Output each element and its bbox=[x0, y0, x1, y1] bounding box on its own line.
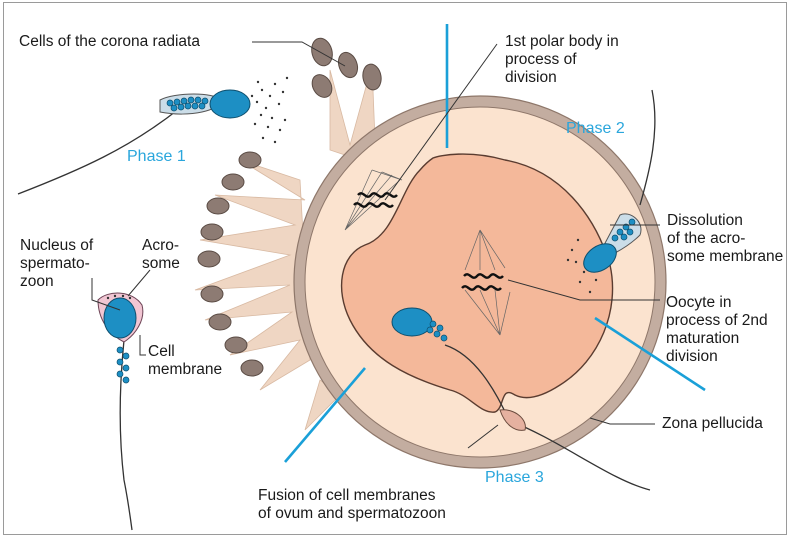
phase2-label: Phase 2 bbox=[566, 120, 625, 138]
polar-body-label: 1st polar body in process of division bbox=[505, 33, 619, 87]
corona-radiata-label: Cells of the corona radiata bbox=[19, 33, 200, 51]
zona-pellucida-label: Zona pellucida bbox=[662, 415, 763, 433]
sperm-anatomy bbox=[98, 293, 143, 530]
phase3-label: Phase 3 bbox=[485, 469, 544, 487]
dissolution-label: Dissolution of the acro- some membrane bbox=[667, 212, 783, 266]
sperm-phase1 bbox=[18, 90, 250, 194]
acrosome-label: Acro- some bbox=[142, 237, 180, 273]
oocyte-label: Oocyte in process of 2nd maturation divi… bbox=[666, 294, 768, 366]
nucleus-label: Nucleus of spermato- zoon bbox=[20, 237, 93, 291]
acrosome-enzyme-dots bbox=[251, 77, 288, 143]
phase1-label: Phase 1 bbox=[127, 148, 186, 166]
fusion-label: Fusion of cell membranes of ovum and spe… bbox=[258, 487, 446, 523]
cell-membrane-label: Cell membrane bbox=[148, 343, 222, 379]
